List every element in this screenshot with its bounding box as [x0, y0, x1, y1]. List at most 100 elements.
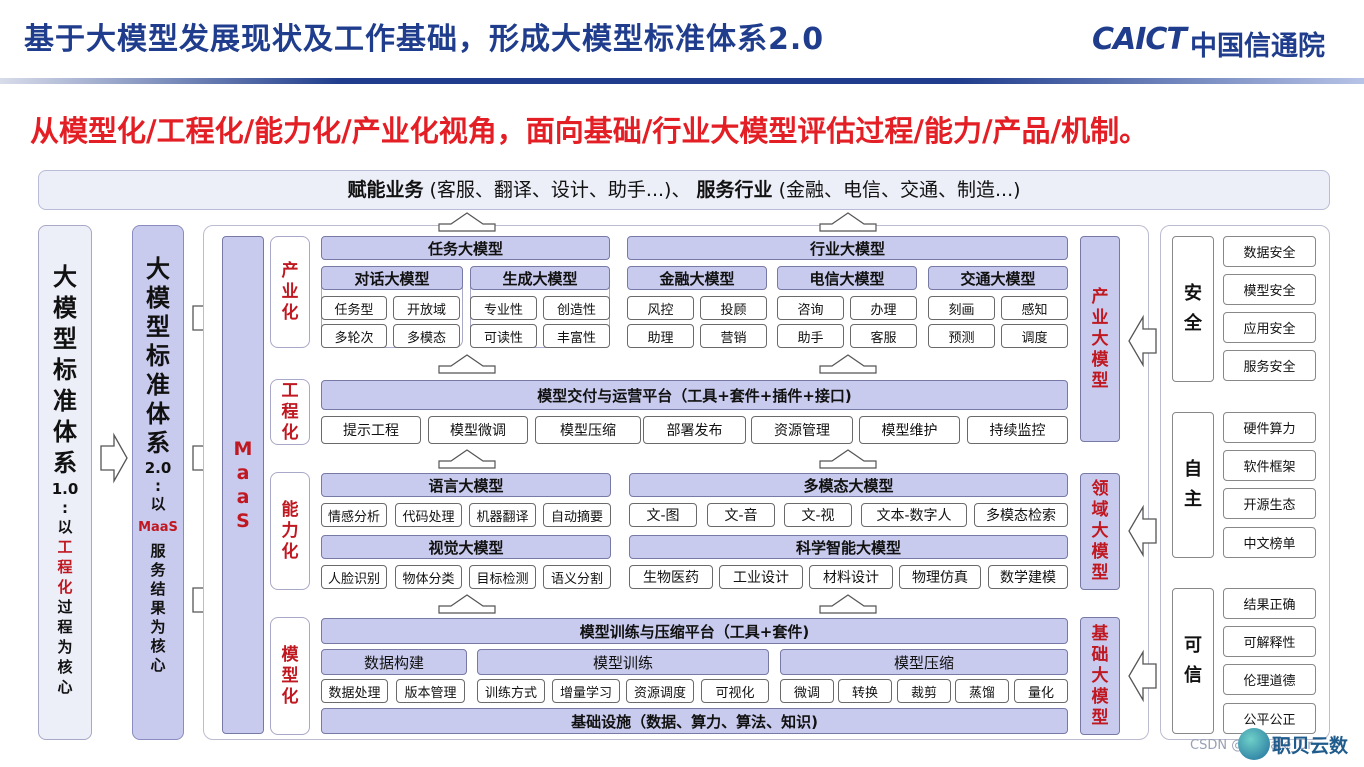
compress-item: 转换 — [838, 679, 892, 703]
up-arrow-icon — [819, 212, 877, 232]
standard-v1-char: 以 — [57, 518, 73, 536]
standard-v2-char: 大 — [146, 255, 170, 283]
finance-item: 助理 — [627, 324, 694, 348]
language-item: 自动摘要 — [543, 503, 611, 527]
left-arrow-icon — [1128, 649, 1157, 703]
transport-model-box: 交通大模型 — [928, 266, 1068, 290]
standard-v2-char: 果 — [150, 599, 166, 617]
finance-item: 营销 — [700, 324, 767, 348]
model-train-box: 模型训练 — [477, 649, 769, 675]
subtitle: 从模型化/工程化/能力化/产业化视角，面向基础/行业大模型评估过程/能力/产品/… — [30, 114, 1149, 148]
standard-v1-colon: : — [62, 499, 68, 517]
up-arrow-icon — [438, 212, 496, 232]
compress-item: 蒸馏 — [955, 679, 1009, 703]
safety-item: 服务安全 — [1223, 350, 1316, 381]
vision-model-box: 视觉大模型 — [321, 535, 611, 559]
maas-column: M a a S — [222, 236, 264, 734]
autonomy-item: 中文榜单 — [1223, 527, 1316, 558]
layer-label-modeling: 模型化 — [270, 617, 310, 735]
up-arrow-icon — [819, 594, 877, 614]
standard-v1-char: 体 — [53, 418, 77, 446]
compress-item: 微调 — [780, 679, 834, 703]
vision-item: 物体分类 — [395, 565, 462, 589]
engineering-item: 提示工程 — [321, 416, 421, 444]
dialog-item: 开放域 — [393, 296, 460, 320]
base-large-model-column: 基础大模型 — [1080, 617, 1120, 735]
generate-item: 可读性 — [470, 324, 537, 348]
standard-v1-char: 核 — [57, 658, 73, 676]
standard-v2-char: 核 — [150, 637, 166, 655]
maas-letter: M — [233, 438, 253, 460]
data-item: 版本管理 — [396, 679, 465, 703]
vision-item: 人脸识别 — [321, 565, 387, 589]
language-item: 机器翻译 — [469, 503, 536, 527]
language-model-box: 语言大模型 — [321, 473, 611, 497]
engineering-item: 持续监控 — [967, 416, 1068, 444]
train-item: 增量学习 — [552, 679, 620, 703]
compress-item: 裁剪 — [897, 679, 951, 703]
safety-item: 应用安全 — [1223, 312, 1316, 343]
maas-letter: S — [236, 510, 250, 532]
standard-v1-char: 系 — [53, 449, 77, 477]
left-arrow-icon — [1128, 504, 1157, 558]
standard-v1-char: 工 — [57, 538, 73, 556]
finance-model-box: 金融大模型 — [627, 266, 767, 290]
up-arrow-icon — [438, 449, 496, 469]
autonomy-item: 软件框架 — [1223, 450, 1316, 481]
right-arrow-icon — [100, 432, 128, 484]
science-model-box: 科学智能大模型 — [629, 535, 1068, 559]
up-arrow-icon — [819, 449, 877, 469]
trust-item: 结果正确 — [1223, 588, 1316, 619]
standard-v1-char: 标 — [53, 356, 77, 384]
multimodal-item: 文-视 — [784, 503, 852, 527]
standard-v2-char: 模 — [146, 284, 170, 312]
train-item: 资源调度 — [626, 679, 694, 703]
trust-item: 伦理道德 — [1223, 664, 1316, 695]
industry-large-model-column: 产业大模型 — [1080, 236, 1120, 442]
engineering-item: 模型维护 — [859, 416, 960, 444]
autonomy-item: 硬件算力 — [1223, 412, 1316, 443]
standard-v2-char: 以 — [150, 495, 166, 513]
generate-item: 创造性 — [543, 296, 610, 320]
trust-item: 可解释性 — [1223, 626, 1316, 657]
telecom-item: 咨询 — [777, 296, 844, 320]
telecom-model-box: 电信大模型 — [777, 266, 917, 290]
standard-v2-colon: : — [155, 477, 161, 495]
up-arrow-icon — [438, 354, 496, 374]
engineering-item: 模型微调 — [428, 416, 528, 444]
trust-item: 公平公正 — [1223, 703, 1316, 734]
page-title: 基于大模型发展现状及工作基础，形成大模型标准体系2.0 — [24, 22, 825, 57]
delivery-platform-box: 模型交付与运营平台（工具+套件+插件+接口) — [321, 380, 1068, 410]
standard-v2-char: 心 — [150, 656, 166, 674]
standard-v1-panel — [38, 225, 92, 740]
safety-item: 数据安全 — [1223, 236, 1316, 267]
training-platform-box: 模型训练与压缩平台（工具+套件) — [321, 618, 1068, 644]
layer-label-industrial: 产业化 — [270, 236, 310, 348]
standard-v2-char: 体 — [146, 400, 170, 428]
finance-item: 风控 — [627, 296, 694, 320]
enablement-bar: 赋能业务 (客服、翻译、设计、助手...)、 服务行业 (金融、电信、交通、制造… — [38, 170, 1330, 210]
generate-item: 专业性 — [470, 296, 537, 320]
caict-logo-cn: 中国信通院 — [1190, 31, 1325, 62]
standard-v1-char: 准 — [53, 387, 77, 415]
standard-v2-char: 标 — [146, 342, 170, 370]
vision-item: 语义分割 — [543, 565, 611, 589]
standard-v1-char: 型 — [53, 325, 77, 353]
dialog-model-box: 对话大模型 — [321, 266, 463, 290]
dialog-item: 多轮次 — [321, 324, 387, 348]
transport-item: 预测 — [928, 324, 995, 348]
multimodal-item: 文-图 — [629, 503, 697, 527]
header-rule — [0, 78, 1364, 84]
standard-v2-char: 务 — [150, 561, 166, 579]
caict-logo: CAICT — [1092, 22, 1187, 57]
compress-item: 量化 — [1014, 679, 1068, 703]
engineering-item: 部署发布 — [643, 416, 746, 444]
standard-v1-char: 程 — [57, 618, 73, 636]
standard-v2-maas: MaaS — [138, 520, 178, 535]
enablement-label: 赋能业务 — [347, 179, 424, 201]
standard-v2-char: 型 — [146, 313, 170, 341]
science-item: 生物医药 — [629, 565, 713, 589]
standard-v1-version: 1.0 — [51, 480, 79, 498]
standard-v1-char: 大 — [53, 263, 77, 291]
